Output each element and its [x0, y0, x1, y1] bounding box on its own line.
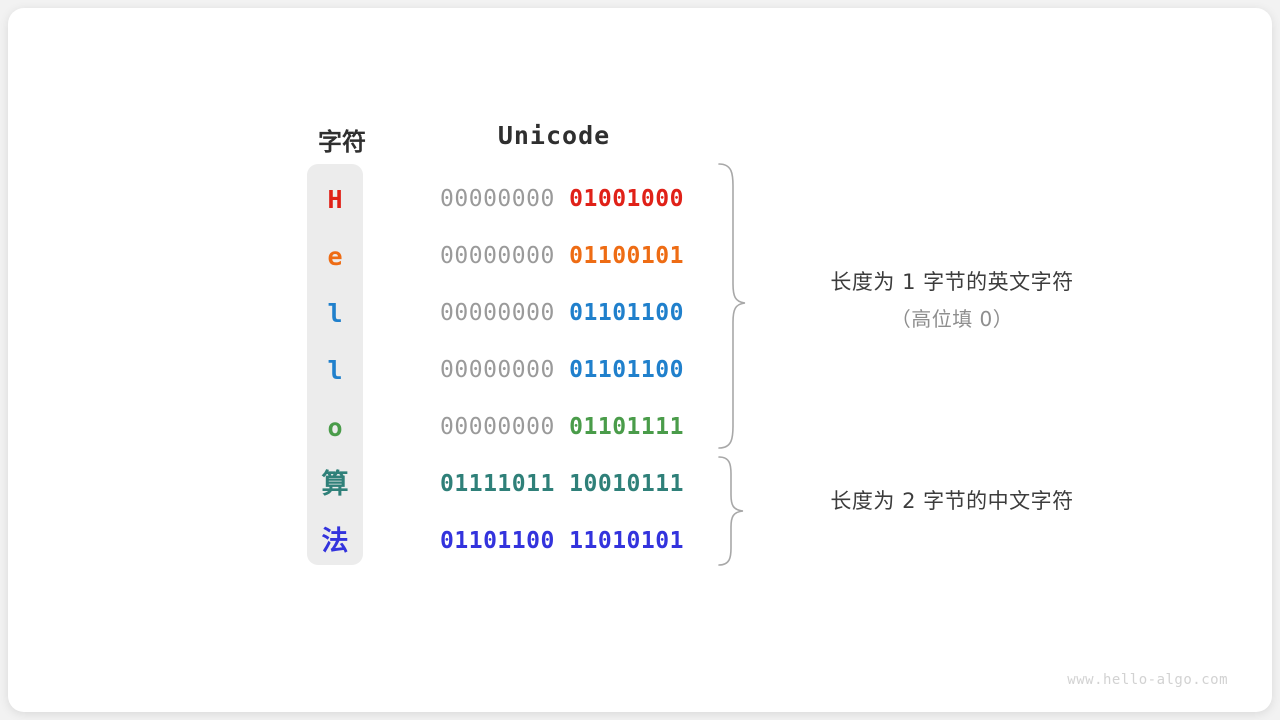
character-column-background — [307, 164, 363, 565]
low-byte: 10010111 — [569, 471, 684, 497]
encoding-row: H 00000000 01001000 — [8, 171, 1272, 228]
row-unicode-bits: 01101100 11010101 — [414, 513, 710, 570]
low-byte: 01101100 — [569, 357, 684, 383]
high-byte: 00000000 — [440, 186, 555, 212]
annotation-one-byte-line2: （高位填 0） — [890, 307, 1014, 331]
high-byte: 01101100 — [440, 528, 555, 554]
encoding-row: 算 01111011 10010111 — [8, 456, 1272, 513]
low-byte: 01001000 — [569, 186, 684, 212]
low-byte: 11010101 — [569, 528, 684, 554]
row-unicode-bits: 00000000 01101100 — [414, 342, 710, 399]
high-byte: 01111011 — [440, 471, 555, 497]
annotation-one-byte: 长度为 1 字节的英文字符 （高位填 0） — [712, 266, 1192, 332]
high-byte: 00000000 — [440, 243, 555, 269]
row-character: o — [327, 413, 343, 442]
low-byte: 01100101 — [569, 243, 684, 269]
low-byte: 01101100 — [569, 300, 684, 326]
row-character: l — [327, 299, 343, 328]
row-character: 法 — [321, 526, 349, 557]
row-unicode-bits: 00000000 01101111 — [414, 399, 710, 456]
column-header-unicode: Unicode — [497, 121, 611, 150]
encoding-row: o 00000000 01101111 — [8, 399, 1272, 456]
encoding-row: l 00000000 01101100 — [8, 342, 1272, 399]
unicode-encoding-figure: 字符 Unicode H 00000000 01001000 e 00000000 0… — [8, 8, 1272, 712]
column-header-character: 字符 — [318, 129, 366, 156]
annotation-one-byte-line1: 长度为 1 字节的英文字符 — [830, 270, 1074, 294]
row-unicode-bits: 00000000 01001000 — [414, 171, 710, 228]
encoding-row: 法 01101100 11010101 — [8, 513, 1272, 570]
row-unicode-bits: 01111011 10010111 — [414, 456, 710, 513]
high-byte: 00000000 — [440, 414, 555, 440]
high-byte: 00000000 — [440, 357, 555, 383]
row-character: 算 — [321, 469, 349, 500]
row-unicode-bits: 00000000 01101100 — [414, 285, 710, 342]
encoding-row: e 00000000 01100101 — [8, 228, 1272, 285]
row-unicode-bits: 00000000 01100101 — [414, 228, 710, 285]
row-character: l — [327, 356, 343, 385]
row-character: e — [327, 242, 343, 271]
encoding-row: l 00000000 01101100 — [8, 285, 1272, 342]
annotation-two-byte-line1: 长度为 2 字节的中文字符 — [830, 489, 1074, 513]
low-byte: 01101111 — [569, 414, 684, 440]
row-character: H — [327, 185, 343, 214]
watermark: www.hello-algo.com — [1067, 672, 1228, 688]
figure-card: 字符 Unicode H 00000000 01001000 e 00000000 0… — [8, 8, 1272, 712]
annotation-two-byte: 长度为 2 字节的中文字符 — [712, 485, 1192, 515]
high-byte: 00000000 — [440, 300, 555, 326]
